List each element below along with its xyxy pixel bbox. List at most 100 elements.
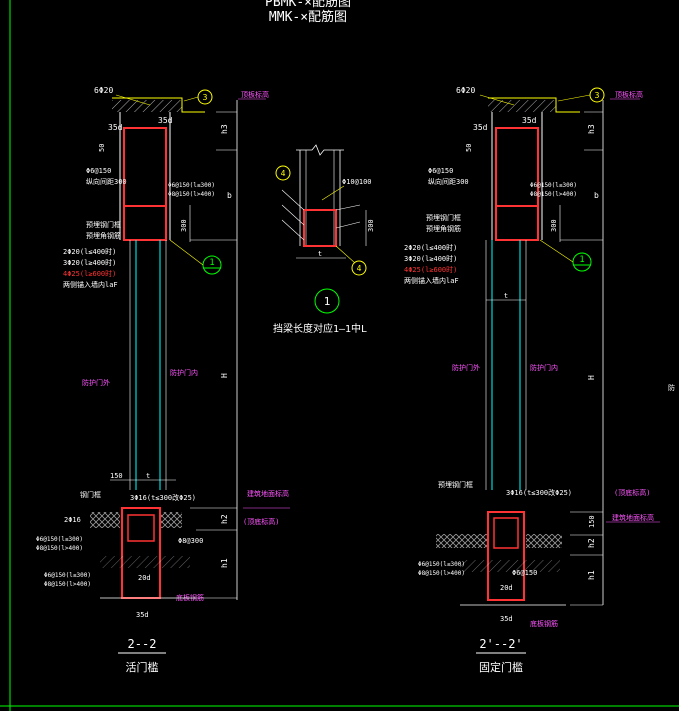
left-beam-bar-1: Φ6@150(l≤300) <box>168 182 215 189</box>
right-stirrup-2: 纵向间距300 <box>428 177 469 186</box>
edge-note: 防 <box>668 383 675 392</box>
right-top-bar-label: 6Φ20 <box>456 86 475 95</box>
right-circle-1-label: 1 <box>579 255 584 265</box>
left-frame-label: 钢门框 <box>80 490 101 499</box>
left-wall-right-label: 防护门内 <box>170 368 198 377</box>
right-dim-150: 150 <box>588 515 596 528</box>
left-base-stir-2: Φ8@150(l>400) <box>44 581 91 588</box>
right-dim-20d: 20d <box>500 584 513 592</box>
left-dim-b: b <box>227 191 232 200</box>
right-anchor-2: 预埋角钢筋 <box>426 224 461 233</box>
left-base-stir-1: Φ6@150(l≤300) <box>44 572 91 579</box>
right-rebar-2: 3Φ20(l≥400时) <box>404 254 457 263</box>
left-top-slab <box>112 100 182 112</box>
left-dim-h2: h2 <box>220 514 229 524</box>
right-beam-bar-1: Φ6@150(l≤300) <box>530 182 577 189</box>
left-dim-H: H <box>220 373 229 378</box>
left-sill-hatch-r <box>160 512 182 528</box>
mid-circle-a-label: 4 <box>281 169 286 178</box>
right-dim-35d-b: 35d <box>522 116 537 125</box>
left-phi8-300: Φ8@300 <box>178 537 203 545</box>
middle-detail: 4 4 Φ10@100 300 t 1 挡梁长度对应1—1中L <box>273 144 375 335</box>
right-section-label: 2'--2' <box>479 637 522 651</box>
right-base-stir-1: Φ6@150(l≤300) <box>418 561 465 568</box>
left-beam-bar-2: Φ8@150(l>400) <box>168 191 215 198</box>
right-rebar-3: 4Φ25(l≥600时) <box>404 265 457 274</box>
right-frame-label: 预埋钢门框 <box>438 480 473 489</box>
right-floor-note2: (顶底标高) <box>614 488 650 497</box>
right-circle-3-label: 3 <box>595 91 600 100</box>
left-sill-inner <box>127 514 155 542</box>
right-sill-outline <box>487 511 525 601</box>
left-dim-50: 50 <box>98 144 106 152</box>
right-wall-right-label: 防护门内 <box>530 363 558 372</box>
left-top-slab-outline <box>112 97 205 113</box>
left-circle-3-label: 3 <box>203 93 208 102</box>
right-stirrup-1: Φ6@150 <box>428 167 453 175</box>
left-dim-h1: h1 <box>220 558 229 568</box>
left-beam-outline <box>123 127 167 241</box>
left-floor-note: 建筑地面标高 <box>247 489 289 498</box>
left-dim-t: t <box>146 472 150 480</box>
right-rebar-4: 两侧锚入墙内laF <box>404 276 459 285</box>
right-dim-h2: h2 <box>587 538 596 548</box>
right-floor-hatch-l <box>436 534 488 548</box>
left-rebar-1: 2Φ20(l≤400时) <box>63 247 116 256</box>
left-wall-left-label: 防护门外 <box>82 378 110 387</box>
right-dim-35d-c: 35d <box>500 615 513 623</box>
left-bot-stir-2: Φ8@150(l>400) <box>36 545 83 552</box>
right-dim-h3: h3 <box>587 124 596 134</box>
mid-circle-b <box>351 260 367 276</box>
left-rebar-3: 4Φ25(l≥600时) <box>63 269 116 278</box>
left-dim-300: 300 <box>180 219 188 232</box>
right-caption: 固定门槛 <box>479 660 523 674</box>
left-anchor-2: 预埋角钢筋 <box>86 231 121 240</box>
right-sill-inner <box>493 517 519 549</box>
mid-circle-ref-label: 1 <box>324 295 331 308</box>
right-dim-b: b <box>594 191 599 200</box>
left-rebar-4: 两侧锚入墙内laF <box>63 280 118 289</box>
right-floor-hatch-r <box>526 534 562 548</box>
mid-bar-label: Φ10@100 <box>342 178 372 186</box>
left-stirrup-1: Φ6@150 <box>86 167 111 175</box>
header-title-2: MMK-×配筋图 <box>269 9 347 25</box>
right-dim-t: t <box>504 292 508 300</box>
right-dim-35d-a: 35d <box>473 123 488 132</box>
right-detail: 6Φ20 3 顶板标高 35d 35d 50 h3 Φ6@150 纵向间距300… <box>404 86 660 674</box>
left-circle-1-label: 1 <box>209 258 214 268</box>
mid-dim-300: 300 <box>367 219 375 232</box>
left-beam-lintel <box>123 205 167 241</box>
left-dim-35d-c: 35d <box>136 611 149 619</box>
left-base-hatch <box>100 556 190 568</box>
right-base-stir-2: Φ8@150(l>400) <box>418 570 465 577</box>
right-dim-50: 50 <box>465 144 473 152</box>
right-dim-h1: h1 <box>587 570 596 580</box>
left-base-note: 底板钢筋 <box>176 593 204 602</box>
right-beam-bar-2: Φ8@150(l>400) <box>530 191 577 198</box>
mid-beam-box <box>303 209 337 247</box>
right-rebar-1: 2Φ20(l≤400时) <box>404 243 457 252</box>
mid-circle-ref <box>314 288 340 314</box>
right-bottom-bar: 3Φ16(t≤300改Φ25) <box>506 488 572 497</box>
header-title-1: PBMK-×配筋图 <box>265 0 351 10</box>
left-rebar-2: 3Φ20(l≥400时) <box>63 258 116 267</box>
left-detail: 6Φ20 3 顶板标高 35d 35d 50 h3 Φ6@150 纵向间距300… <box>36 86 290 674</box>
left-bot-stir-1: Φ6@150(l≤300) <box>36 536 83 543</box>
right-top-note: 顶板标高 <box>615 90 643 99</box>
left-bar-2phi16: 2Φ16 <box>64 516 81 524</box>
left-sill-hatch-l <box>90 512 120 528</box>
mid-caption: 挡梁长度对应1—1中L <box>273 322 367 335</box>
left-bottom-bar: 3Φ16(t≤300改Φ25) <box>130 493 196 502</box>
left-caption: 活门槛 <box>126 660 159 674</box>
left-dim-20d: 20d <box>138 574 151 582</box>
left-dim-35d-b: 35d <box>158 116 173 125</box>
right-anchor-1: 预埋钢门框 <box>426 213 461 222</box>
left-stirrup-2: 纵向间距300 <box>86 177 127 186</box>
right-base-note: 底板钢筋 <box>530 619 558 628</box>
left-top-bar-label: 6Φ20 <box>94 86 113 95</box>
mid-circle-b-label: 4 <box>357 264 362 273</box>
right-floor-note: 建筑地面标高 <box>612 513 654 522</box>
left-dim-150: 150 <box>110 472 123 480</box>
left-dim-35d-a: 35d <box>108 123 123 132</box>
